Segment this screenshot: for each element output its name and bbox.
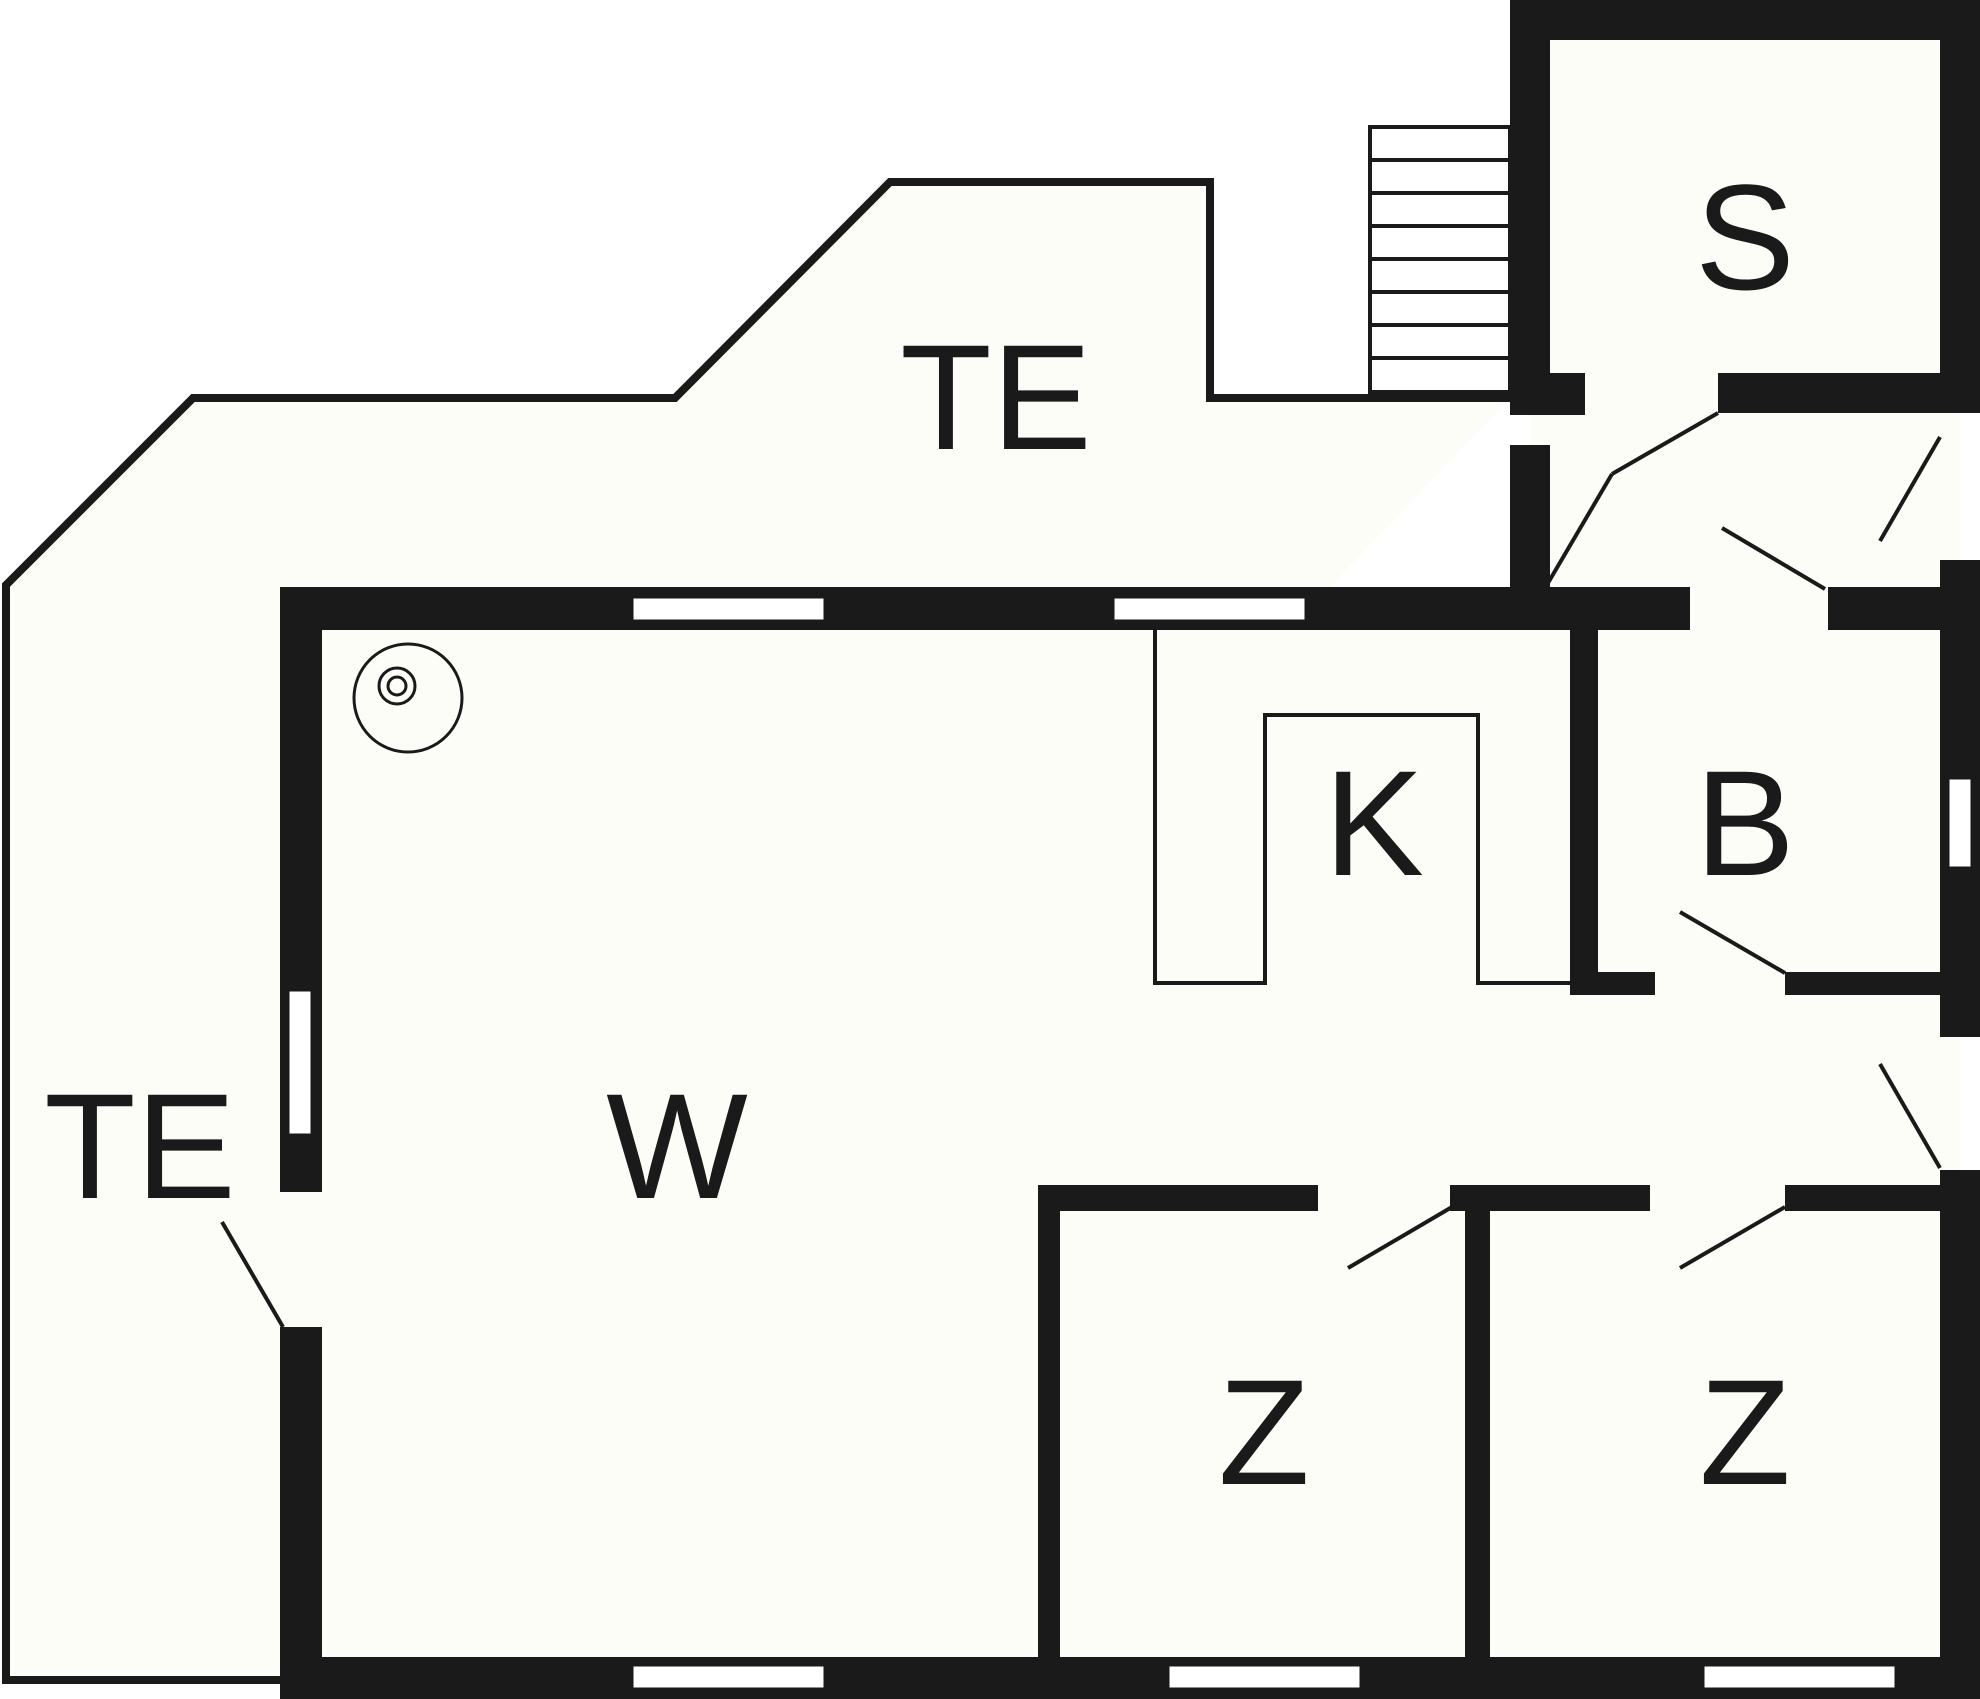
walls — [280, 0, 1980, 1699]
room-label-kitchen: K — [1324, 739, 1424, 907]
room-label-bedroom-1: Z — [1218, 1348, 1310, 1516]
room-label-terrace-left: TE — [44, 1062, 236, 1230]
room-label-bathroom: B — [1695, 739, 1795, 907]
windows — [286, 595, 1974, 1691]
room-label-storage: S — [1695, 153, 1795, 321]
stove-icon — [352, 642, 464, 754]
house-floor — [290, 600, 1960, 1690]
door-swings — [220, 411, 1942, 1329]
storage-floor — [1530, 20, 1960, 600]
room-label-living: W — [606, 1062, 748, 1230]
room-label-bedroom-2: Z — [1699, 1348, 1791, 1516]
kitchen-counter — [1153, 627, 1575, 985]
room-label-terrace-top: TE — [900, 313, 1092, 481]
staircase — [1368, 125, 1512, 394]
